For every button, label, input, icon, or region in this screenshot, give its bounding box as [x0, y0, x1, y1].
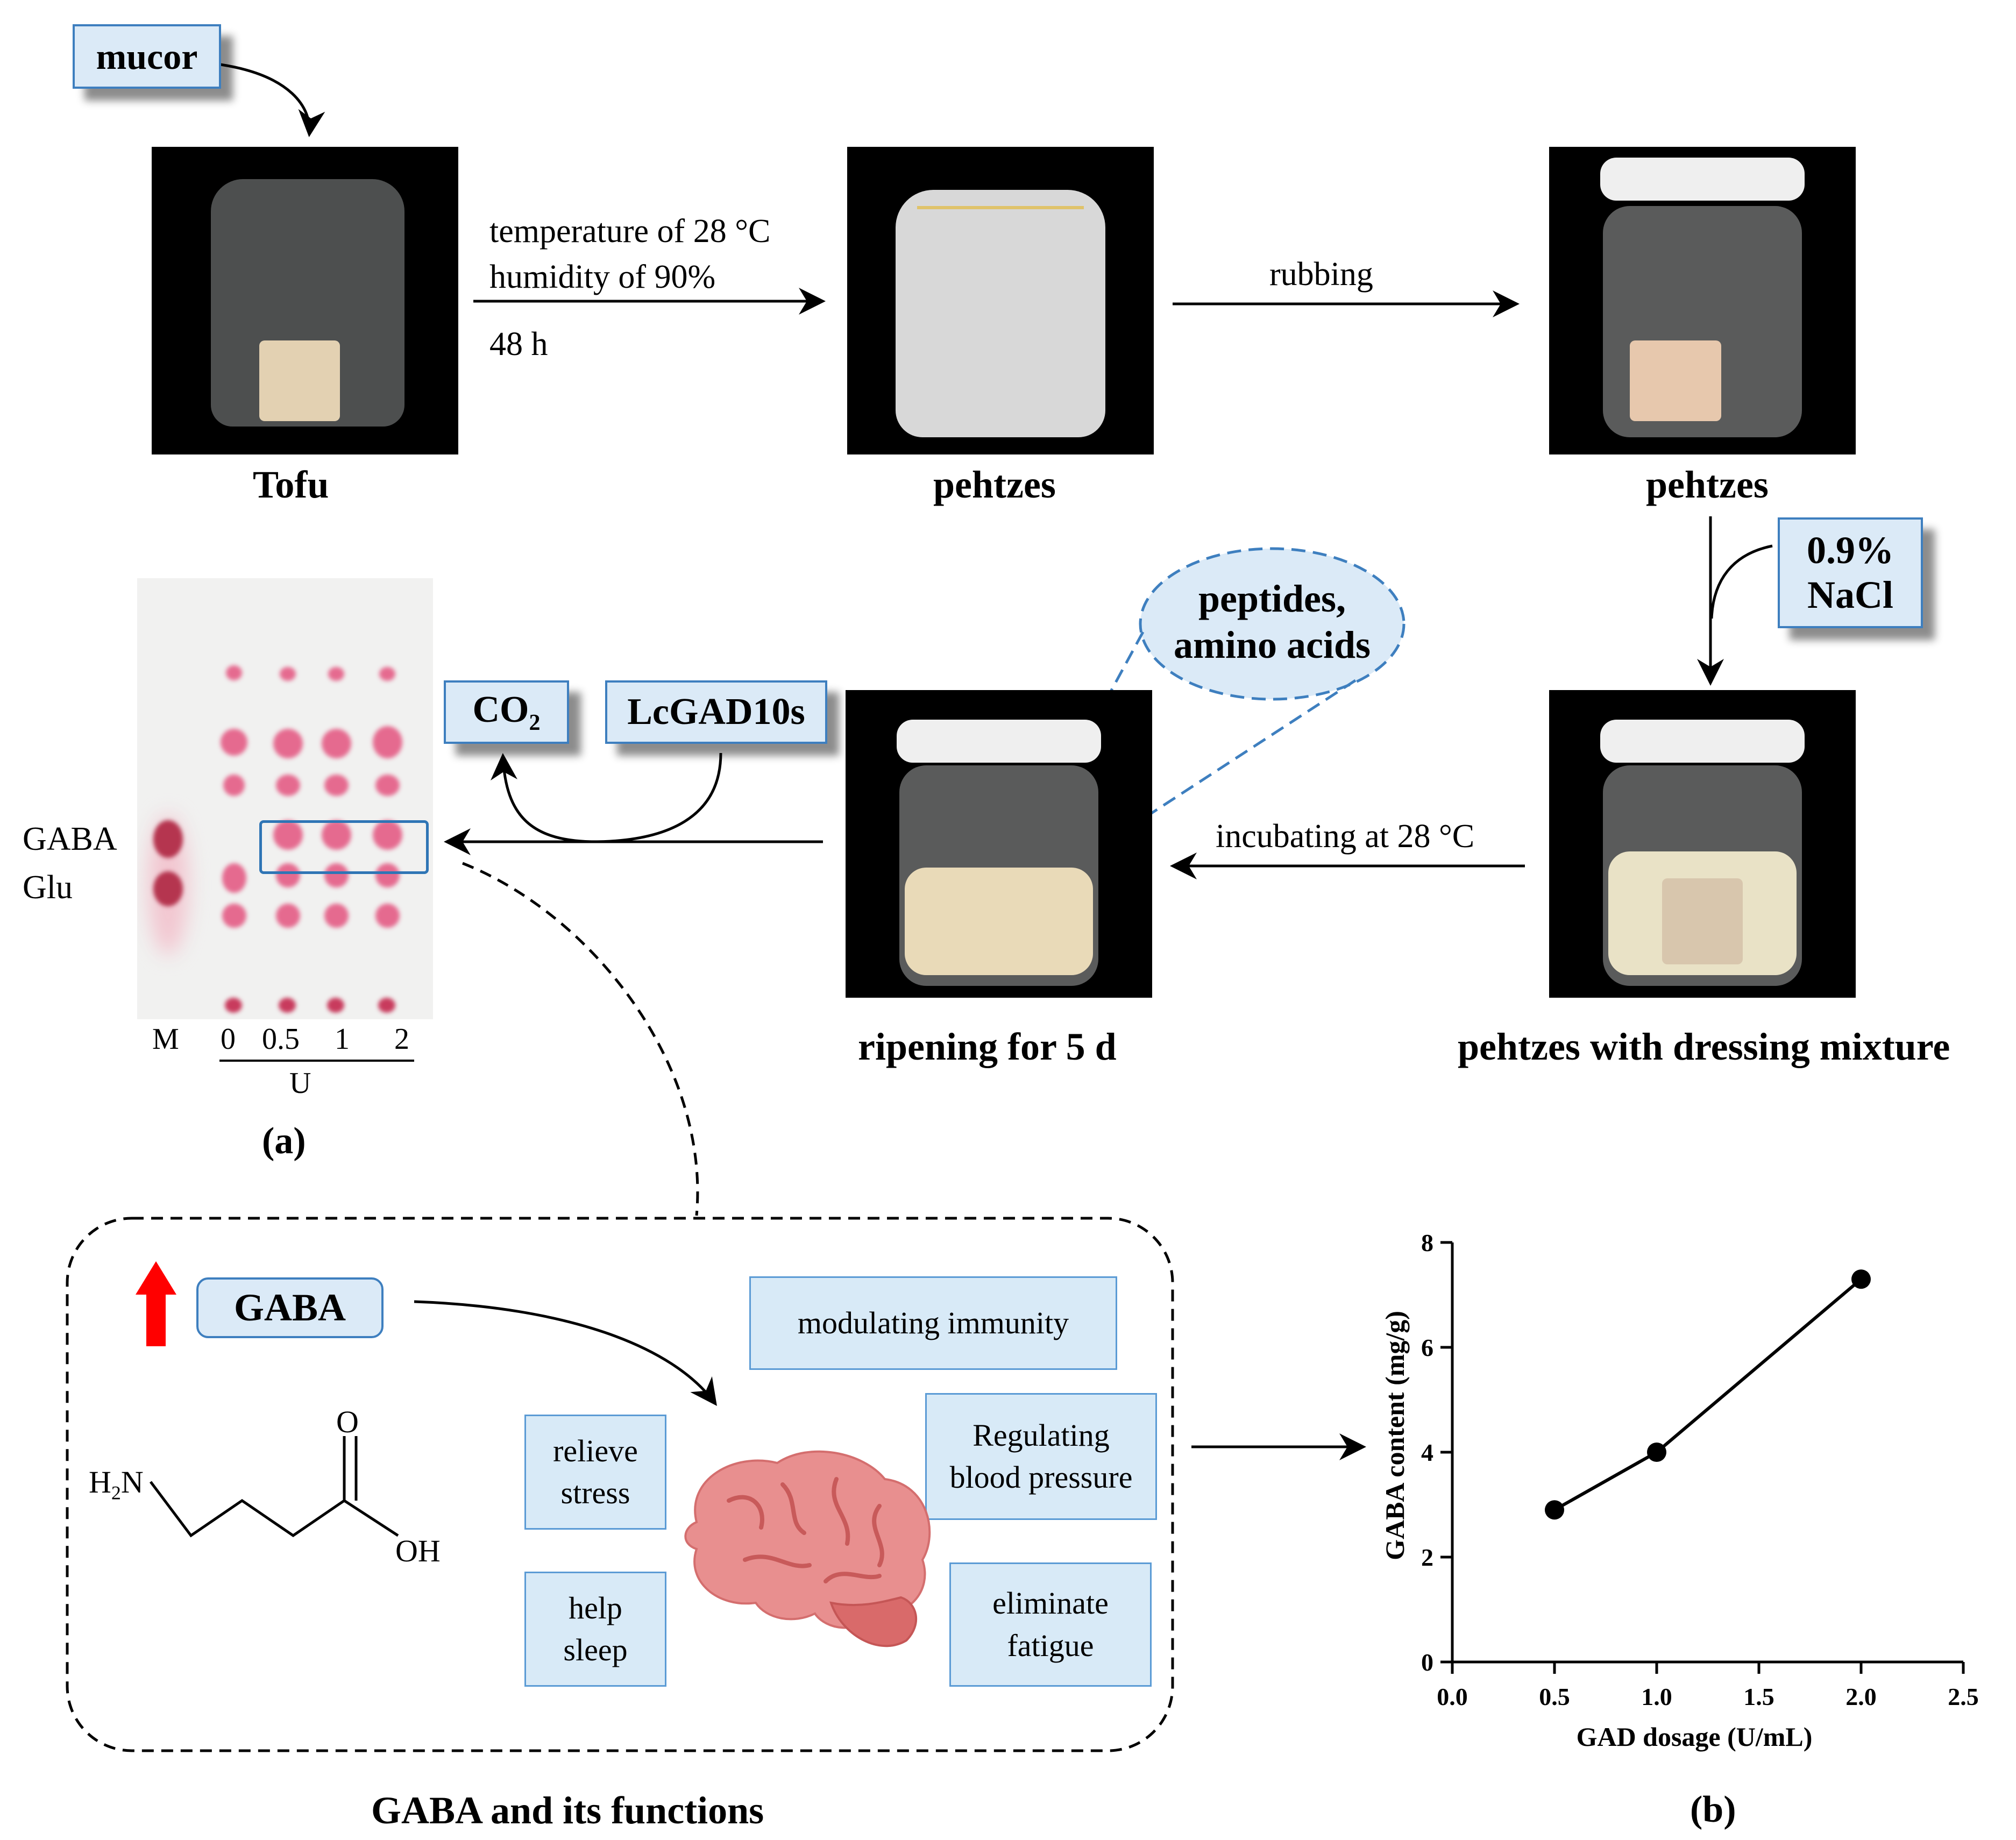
ripening-jar-photo [846, 690, 1152, 998]
ripening-caption: ripening for 5 d [858, 1025, 1117, 1068]
function-label-blood-pressure: Regulating blood pressure [949, 1417, 1133, 1495]
tlc-glu-label: Glu [23, 869, 73, 906]
nacl-box: 0.9% NaCl [1778, 517, 1923, 628]
nacl-line-1: 0.9% [1807, 529, 1894, 572]
chart-data-point [1851, 1269, 1871, 1289]
co2-subscript: 2 [529, 711, 541, 735]
chart-x-tick-label: 0.0 [1437, 1683, 1468, 1710]
formula-h: H [89, 1465, 111, 1500]
lcgad-curve [591, 752, 722, 843]
lane-label-0-5: 0.5 [262, 1022, 300, 1056]
co2-curve [490, 753, 598, 843]
panel-b-label: (b) [1690, 1789, 1736, 1830]
gaba-band-highlight [259, 820, 429, 874]
nacl-line-2: NaCl [1807, 573, 1893, 616]
dressing-jar-photo [1549, 690, 1856, 998]
tofu-caption: Tofu [253, 463, 329, 506]
co2-text: CO [472, 689, 529, 730]
peptides-ellipse [1139, 547, 1405, 701]
gaba-pill-label: GABA [233, 1286, 346, 1329]
tofu-jar-photo [152, 147, 458, 454]
function-relieve-stress: relieve stress [524, 1415, 666, 1530]
condition-temperature: temperature of 28 °C [489, 213, 771, 250]
chart-y-tick-label: 2 [1421, 1544, 1433, 1571]
function-label-stress: relieve stress [553, 1433, 638, 1510]
gaba-line-chart: 0 2 4 6 8 0.0 0.5 1.0 1.5 2.0 2.5 [1421, 1229, 1979, 1710]
chart-x-axis-title: GAD dosage (U/mL) [1576, 1722, 1813, 1752]
chart-x-tick-label: 0.5 [1539, 1683, 1570, 1710]
brain-icon [684, 1450, 931, 1647]
condition-humidity: humidity of 90% [489, 259, 716, 295]
function-help-sleep: help sleep [524, 1572, 666, 1687]
mucor-arrow [220, 63, 325, 137]
chart-series-line [1553, 1277, 1862, 1511]
pehtzes-jar-photo-1 [847, 147, 1154, 454]
chart-ticks: 0 2 4 6 8 0.0 0.5 1.0 1.5 2.0 2.5 [1421, 1229, 1979, 1710]
lane-label-m: M [152, 1022, 179, 1056]
lcgad-box: LcGAD10s [605, 680, 827, 744]
formula-n: N [120, 1465, 144, 1500]
function-label-immunity: modulating immunity [797, 1305, 1069, 1340]
dressing-caption: pehtzes with dressing mixture [1458, 1025, 1950, 1068]
mucor-label: mucor [96, 35, 198, 77]
formula-h2n: H2N [89, 1464, 144, 1504]
function-label-fatigue: eliminate fatigue [992, 1586, 1109, 1663]
chart-x-tick-label: 1.5 [1743, 1683, 1774, 1710]
red-up-arrow-icon [136, 1261, 176, 1346]
functions-panel [66, 1217, 1174, 1752]
peptides-line-1: peptides, [1198, 577, 1346, 620]
formula-sub: 2 [111, 1482, 121, 1504]
incubating-label: incubating at 28 °C [1216, 818, 1475, 855]
lcgad-label: LcGAD10s [627, 691, 805, 733]
formula-oh: OH [395, 1533, 441, 1568]
lane-unit-label: U [289, 1067, 311, 1100]
peptides-line-2: amino acids [1173, 623, 1371, 667]
chart-y-tick-label: 4 [1421, 1439, 1433, 1466]
lane-label-2: 2 [394, 1022, 409, 1056]
chart-axes [1451, 1242, 1963, 1664]
nacl-curve [1710, 544, 1773, 619]
pehtzes-jar-photo-2 [1549, 147, 1856, 454]
gaba-pill: GABA [196, 1277, 384, 1338]
lane-label-1: 1 [335, 1022, 350, 1056]
chart-x-tick-label: 2.0 [1845, 1683, 1877, 1710]
rubbing-label: rubbing [1269, 256, 1373, 293]
condition-time: 48 h [489, 326, 548, 363]
tlc-to-functions-curve [462, 862, 699, 1216]
chart-data-point [1647, 1443, 1666, 1462]
tlc-plate [137, 578, 433, 1019]
chart-y-axis-title: GABA content (mg/g) [1380, 1311, 1410, 1560]
formula-o: O [336, 1404, 359, 1439]
chart-y-tick-label: 8 [1421, 1229, 1433, 1256]
pehtzes-caption-2: pehtzes [1646, 463, 1769, 506]
gaba-to-brain-curve [414, 1300, 717, 1406]
chart-data-point [1545, 1500, 1564, 1520]
tlc-gaba-label: GABA [23, 821, 117, 857]
function-eliminate-fatigue: eliminate fatigue [949, 1562, 1152, 1687]
chart-x-tick-label: 2.5 [1948, 1683, 1979, 1710]
panel-a-label: (a) [262, 1120, 306, 1162]
co2-label: CO2 [473, 688, 541, 736]
gaba-structure [150, 1436, 399, 1538]
co2-box: CO2 [444, 680, 569, 744]
peptides-label: peptides, amino acids [1140, 576, 1404, 669]
pehtzes-caption-1: pehtzes [933, 463, 1056, 506]
chart-y-tick-label: 6 [1421, 1334, 1433, 1361]
functions-title: GABA and its functions [371, 1789, 764, 1832]
chart-marks [1545, 1269, 1871, 1520]
mucor-box: mucor [73, 24, 221, 89]
lane-label-0: 0 [221, 1022, 236, 1056]
function-label-sleep: help sleep [563, 1590, 628, 1667]
chart-x-tick-label: 1.0 [1641, 1683, 1672, 1710]
function-modulating-immunity: modulating immunity [749, 1276, 1117, 1370]
function-blood-pressure: Regulating blood pressure [925, 1393, 1157, 1520]
chart-y-tick-label: 0 [1421, 1649, 1433, 1676]
